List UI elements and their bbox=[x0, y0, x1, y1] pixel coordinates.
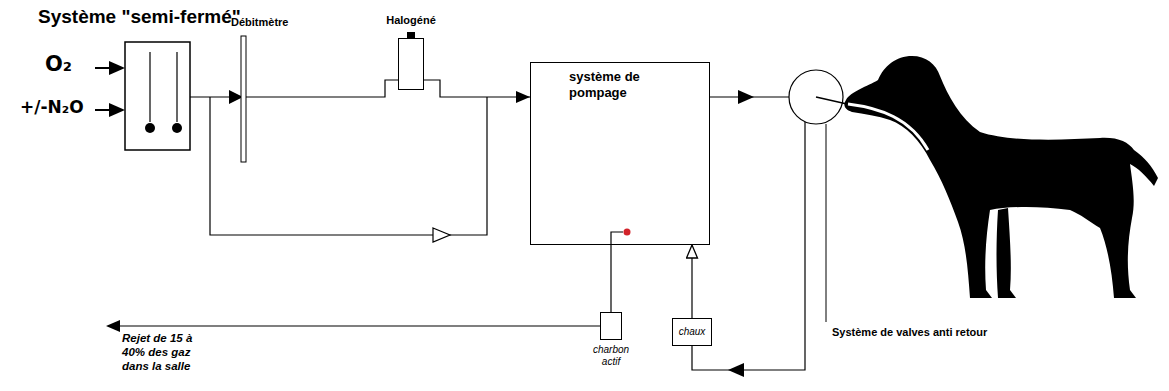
part-label: Halogéné bbox=[374, 14, 448, 27]
arrow-head bbox=[738, 90, 754, 104]
exhaust-line bbox=[118, 325, 600, 326]
flowmeter-bar bbox=[241, 36, 246, 162]
bypass-line bbox=[210, 97, 487, 235]
dog-leg bbox=[997, 208, 1017, 298]
rotameter-box bbox=[125, 42, 190, 150]
part-label: charbon actif bbox=[583, 344, 639, 368]
part-label: Débitmètre bbox=[231, 16, 288, 28]
rotameter-tube bbox=[149, 52, 150, 122]
endotracheal-tube bbox=[848, 104, 928, 150]
leader-line bbox=[826, 124, 827, 322]
box-label: chaux bbox=[679, 326, 706, 338]
gas-label: O₂ bbox=[45, 52, 72, 76]
filter-body bbox=[600, 312, 622, 340]
process-box: système de pompage bbox=[530, 62, 710, 245]
arrow-head bbox=[109, 103, 125, 117]
gas-line bbox=[246, 80, 398, 97]
arrow-head bbox=[728, 363, 744, 377]
flow-connector bbox=[610, 245, 611, 312]
rotameter-ball bbox=[172, 123, 182, 133]
arrow-head bbox=[109, 61, 125, 75]
absorber-box: chaux bbox=[672, 318, 712, 346]
vaporizer-body bbox=[398, 38, 424, 90]
hollow-arrow-head bbox=[433, 228, 450, 242]
rotameter-ball bbox=[145, 123, 155, 133]
tube-line bbox=[816, 97, 847, 104]
flow-connector bbox=[691, 245, 692, 318]
arrow-head bbox=[106, 320, 120, 332]
filter-box: charbon actif bbox=[583, 312, 639, 368]
valve-dot bbox=[624, 229, 631, 236]
dog-silhouette bbox=[844, 56, 1158, 298]
diagram-title: Système "semi-fermé" bbox=[38, 6, 241, 28]
vaporizer: Halogéné bbox=[374, 14, 448, 90]
box-title: système de pompage bbox=[569, 69, 657, 100]
flow-connector bbox=[424, 80, 530, 97]
part-label: Système de valves anti retour bbox=[832, 326, 987, 338]
gas-label: +/-N₂O bbox=[20, 97, 84, 117]
rotameter-tube bbox=[176, 52, 177, 122]
exhaust-line bbox=[611, 232, 623, 245]
gas-line bbox=[190, 96, 232, 97]
note-label: Rejet de 15 à 40% des gaz dans la salle bbox=[122, 332, 208, 373]
